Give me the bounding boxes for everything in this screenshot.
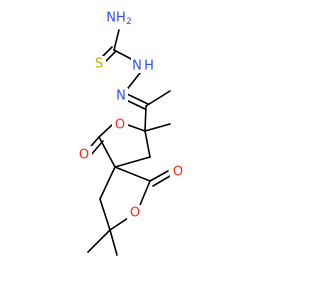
bond-c6-o-double-1	[149, 170, 169, 182]
atom-n: N	[114, 88, 128, 104]
svg-text:O: O	[173, 165, 183, 180]
svg-text:O: O	[130, 206, 140, 221]
svg-text:2: 2	[126, 17, 132, 27]
bond-c-methyl	[145, 90, 171, 107]
atom-o-ring-2: O	[127, 205, 143, 221]
bond-spiro-c6	[114, 166, 151, 182]
bond-ch2-spiro	[114, 156, 151, 168]
bond-c3-ch2	[144, 130, 151, 158]
svg-text:O: O	[79, 148, 89, 163]
bond-c1-o-double-2	[89, 140, 104, 157]
svg-text:N: N	[132, 59, 142, 74]
svg-text:S: S	[95, 57, 103, 72]
bond-c8-methyl-1	[87, 229, 111, 253]
atom-s: S	[92, 56, 106, 72]
atom-o-carbonyl-2: O	[170, 163, 186, 180]
svg-text:NH: NH	[106, 11, 126, 26]
molecule-structure: NH 2 S N H N O O O O	[76, 10, 186, 256]
svg-text:N: N	[116, 89, 126, 104]
atom-nh: N H	[131, 57, 155, 74]
bond-c6-o-double-2	[152, 175, 171, 187]
bond-o-c8	[109, 217, 129, 231]
svg-text:H: H	[144, 59, 154, 74]
bond-spiro-ch2	[99, 166, 116, 200]
atom-o-ring-1: O	[112, 117, 128, 133]
bond-n-c-double-2	[126, 93, 149, 105]
bond-c6-o	[139, 180, 151, 206]
bond-c-nh2	[113, 29, 120, 51]
bond-c3-o	[127, 124, 146, 132]
bond-c-s-1	[101, 46, 113, 58]
bond-c-c3	[144, 105, 147, 132]
bond-c-s-2	[105, 50, 117, 62]
bond-c3-methyl	[144, 123, 171, 132]
atom-nh2: NH 2	[106, 10, 132, 27]
bond-c8-methyl-2	[109, 229, 118, 256]
bond-c1-spiro	[98, 136, 116, 168]
bond-o-c1	[98, 124, 113, 138]
atom-o-carbonyl-1: O	[76, 146, 92, 163]
svg-text:O: O	[115, 118, 125, 133]
bond-ch2-c8	[99, 198, 111, 231]
